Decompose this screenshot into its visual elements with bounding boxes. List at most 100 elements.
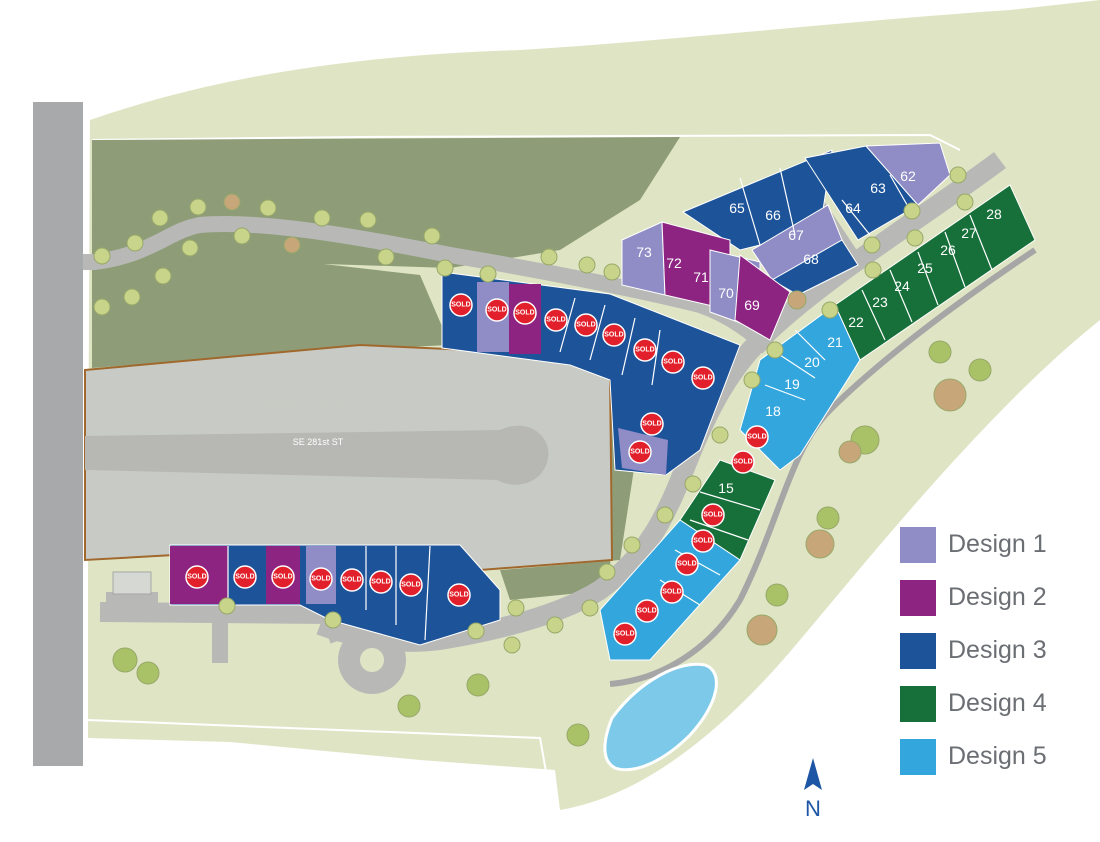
legend-item-design-1: Design 1 [900, 518, 1090, 571]
sold-badge: SOLD [635, 599, 659, 623]
amenity-building [106, 592, 158, 606]
legend-label: Design 5 [948, 742, 1047, 770]
wooded-area-west [92, 250, 450, 368]
sold-badge: SOLD [731, 450, 755, 474]
sold-badge-label: SOLD [630, 449, 649, 456]
sold-badge-label: SOLD [677, 561, 696, 568]
sold-badge-label: SOLD [273, 574, 292, 581]
legend-swatch [900, 579, 936, 616]
sold-badge: SOLD [675, 552, 699, 576]
legend-swatch [900, 526, 936, 563]
lot-number-23: 23 [872, 294, 888, 310]
south-cul-de-sac-island [360, 648, 384, 672]
lot-number-68: 68 [803, 251, 819, 267]
sold-badge: SOLD [449, 293, 473, 317]
lot-69-area [734, 254, 791, 341]
se-281st-street [85, 425, 549, 485]
sold-badge: SOLD [633, 338, 657, 362]
lot-number-73: 73 [636, 244, 652, 260]
legend-label: Design 2 [948, 583, 1047, 611]
sold-badge-label: SOLD [487, 307, 506, 314]
sold-badge-label: SOLD [604, 332, 623, 339]
sold-badge: SOLD [691, 529, 715, 553]
sold-badge: SOLD [628, 440, 652, 464]
lot-number-18: 18 [765, 403, 781, 419]
trees [93, 166, 992, 747]
lot-number-20: 20 [804, 354, 820, 370]
lot-number-70: 70 [718, 285, 734, 301]
fence-line-south [87, 719, 553, 806]
sold-badge-label: SOLD [515, 310, 534, 317]
lot-number-66: 66 [765, 207, 781, 223]
sold-badge-label: SOLD [662, 589, 681, 596]
sold-badge: SOLD [369, 570, 393, 594]
fence-line [91, 133, 961, 151]
lot-number-63: 63 [870, 180, 886, 196]
sold-badge: SOLD [309, 567, 333, 591]
lot-number-22: 22 [848, 314, 864, 330]
lot-numbers: 62 63 64 65 66 67 68 69 70 71 72 73 28 2… [636, 168, 1002, 496]
main-road-west [33, 102, 83, 766]
sold-badge-label: SOLD [546, 317, 565, 324]
lot-number-26: 26 [940, 242, 956, 258]
sold-badge-label: SOLD [401, 582, 420, 589]
sold-badge: SOLD [701, 503, 725, 527]
sold-badge: SOLD [544, 308, 568, 332]
lot-number-28: 28 [986, 206, 1002, 222]
road-north [83, 216, 774, 354]
sold-badge-label: SOLD [342, 577, 361, 584]
lot-number-64: 64 [845, 200, 861, 216]
sold-badge-label: SOLD [449, 592, 468, 599]
sold-badge: SOLD [271, 565, 295, 589]
sold-badge: SOLD [185, 565, 209, 589]
sold-badge: SOLD [602, 323, 626, 347]
sold-badge-label: SOLD [663, 359, 682, 366]
sold-badge-label: SOLD [635, 347, 654, 354]
legend-swatch [900, 685, 936, 722]
sold-badge-label: SOLD [693, 538, 712, 545]
sold-badge: SOLD [640, 412, 664, 436]
sold-badge-label: SOLD [642, 421, 661, 428]
sold-badge: SOLD [613, 622, 637, 646]
lot-number-72: 72 [666, 255, 682, 271]
lot-number-69: 69 [744, 297, 760, 313]
sold-badge-label: SOLD [451, 302, 470, 309]
north-label: N [805, 796, 821, 821]
legend-item-design-5: Design 5 [900, 730, 1090, 783]
legend-swatch [900, 632, 936, 669]
design-legend: Design 1 Design 2 Design 3 Design 4 Desi… [900, 518, 1090, 783]
sold-badge: SOLD [574, 313, 598, 337]
sold-badge-label: SOLD [733, 459, 752, 466]
lot-number-15: 15 [718, 480, 734, 496]
legend-label: Design 1 [948, 530, 1047, 558]
existing-neighborhood-label: Existing neighborhood [254, 394, 383, 409]
legend-item-design-2: Design 2 [900, 571, 1090, 624]
sold-badge-label: SOLD [703, 512, 722, 519]
lot-number-62: 62 [900, 168, 916, 184]
lot-68-area [770, 239, 859, 296]
sold-badge: SOLD [661, 350, 685, 374]
east-trail [609, 247, 1037, 687]
lot-number-24: 24 [894, 278, 910, 294]
lot-number-27: 27 [961, 225, 977, 241]
sold-badge-label: SOLD [576, 322, 595, 329]
sold-badge: SOLD [691, 366, 715, 390]
lot-number-19: 19 [784, 376, 800, 392]
legend-swatch [900, 738, 936, 775]
sold-badge: SOLD [447, 583, 471, 607]
sold-badge-label: SOLD [693, 375, 712, 382]
lot-number-71: 71 [693, 269, 709, 285]
street-label: SE 281st ST [293, 437, 344, 447]
sold-badge: SOLD [513, 301, 537, 325]
sold-badge-label: SOLD [747, 434, 766, 441]
sold-badge: SOLD [233, 565, 257, 589]
wooded-area [92, 137, 680, 310]
sold-badge: SOLD [340, 568, 364, 592]
legend-label: Design 3 [948, 636, 1047, 664]
sold-badge-label: SOLD [187, 574, 206, 581]
sold-badge-label: SOLD [235, 574, 254, 581]
legend-label: Design 4 [948, 689, 1047, 717]
